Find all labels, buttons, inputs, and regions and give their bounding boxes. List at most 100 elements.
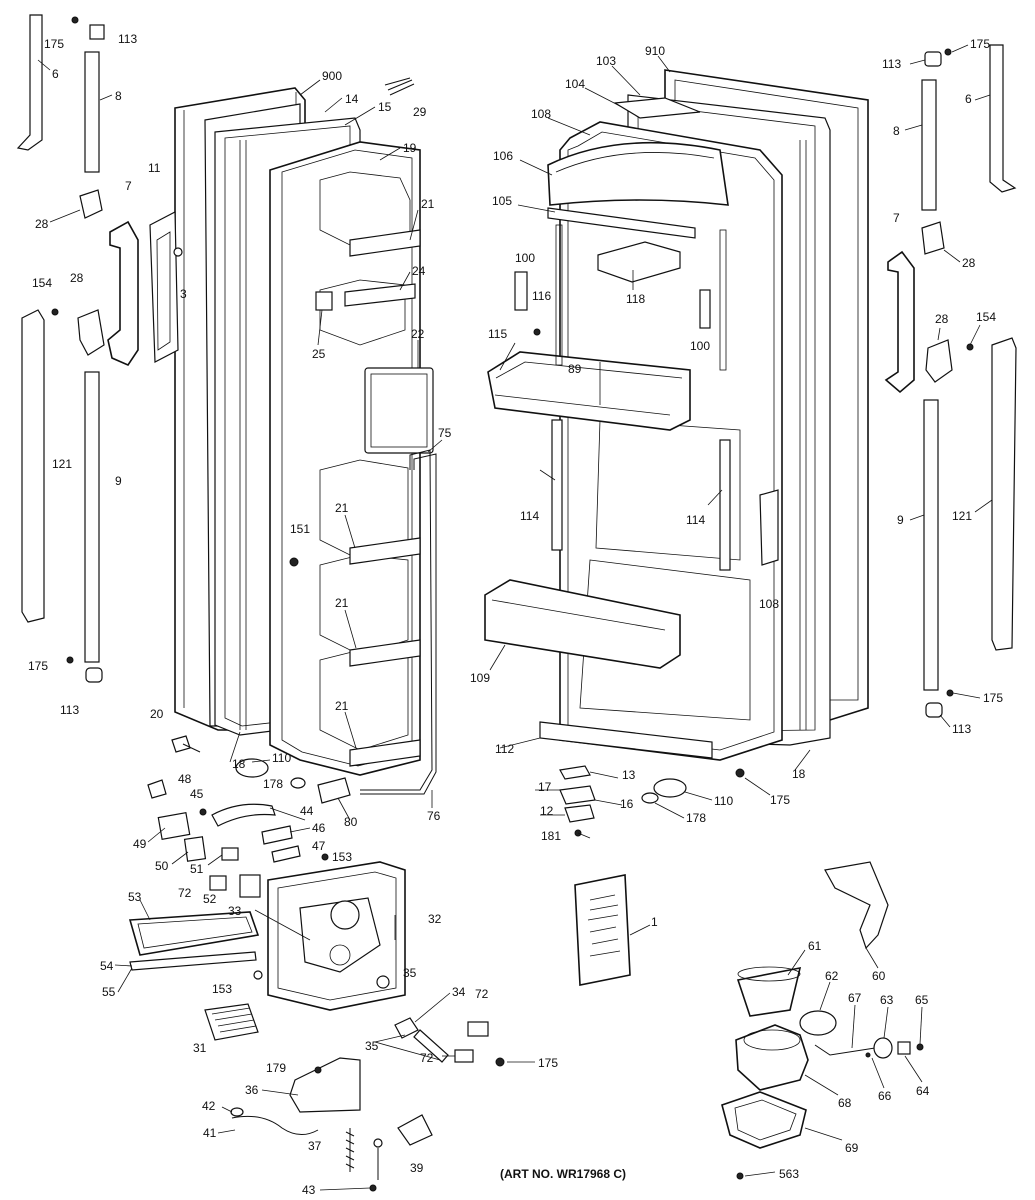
door-bin-109 — [484, 579, 681, 669]
leader-lines — [37, 44, 993, 1191]
label-175-lower-center: 175 — [538, 1056, 558, 1070]
label-175-top-right: 175 — [970, 37, 990, 51]
label-66: 66 — [878, 1089, 892, 1103]
door-bin-115 — [487, 351, 691, 431]
label-18-right: 18 — [792, 767, 806, 781]
label-14: 14 — [345, 92, 359, 106]
mounting-plate — [289, 1057, 361, 1113]
label-72-middle: 72 — [475, 987, 489, 1001]
label-100-left: 100 — [515, 251, 535, 265]
label-108-top: 108 — [531, 107, 551, 121]
clip-29 — [384, 77, 415, 96]
label-12: 12 — [540, 804, 554, 818]
label-41: 41 — [203, 1126, 217, 1140]
label-13: 13 — [622, 768, 636, 782]
label-100-right: 100 — [690, 339, 710, 353]
label-154-left: 154 — [32, 276, 52, 290]
wire-harness — [231, 1115, 319, 1135]
label-16: 16 — [620, 797, 634, 811]
label-89: 89 — [568, 362, 582, 376]
label-113-left-lower: 113 — [60, 703, 79, 717]
art-number-caption: (ART NO. WR17968 C) — [500, 1167, 626, 1181]
label-175-top-left: 175 — [44, 37, 64, 51]
label-19: 19 — [403, 141, 417, 155]
label-21-third: 21 — [335, 596, 349, 610]
label-8-right: 8 — [893, 124, 900, 138]
top-strip-104 — [613, 97, 701, 119]
label-61: 61 — [808, 939, 822, 953]
label-7-left: 7 — [125, 179, 132, 193]
label-20: 20 — [150, 707, 164, 721]
label-115: 115 — [488, 327, 507, 341]
label-50: 50 — [155, 859, 169, 873]
dispenser-switch — [315, 291, 333, 311]
label-28-right-upper: 28 — [962, 256, 976, 270]
label-121-left: 121 — [52, 457, 72, 471]
label-181: 181 — [541, 829, 561, 843]
owners-manual-booklet — [574, 874, 631, 986]
label-35-upper: 35 — [403, 966, 417, 980]
label-3: 3 — [180, 287, 187, 301]
label-7-right: 7 — [893, 211, 900, 225]
label-28-right-lower: 28 — [935, 312, 949, 326]
label-25: 25 — [312, 347, 326, 361]
label-36: 36 — [245, 1083, 259, 1097]
label-34: 34 — [452, 985, 466, 999]
ice-maker-assembly — [721, 861, 924, 1180]
left-trim-parts — [16, 14, 183, 683]
label-113-top-left: 113 — [118, 32, 137, 46]
label-151: 151 — [290, 522, 310, 536]
label-563: 563 — [779, 1167, 799, 1181]
label-28-left-upper: 28 — [35, 217, 49, 231]
label-105: 105 — [492, 194, 512, 208]
label-68: 68 — [838, 1096, 852, 1110]
bottom-bar-112 — [539, 721, 713, 759]
label-80: 80 — [344, 815, 358, 829]
shelf-support-100b — [699, 289, 711, 329]
label-175-left-lower: 175 — [28, 659, 48, 673]
label-75: 75 — [438, 426, 452, 440]
dairy-compartment-door — [547, 141, 729, 239]
label-45: 45 — [190, 787, 204, 801]
motor-39 — [397, 1114, 433, 1146]
right-trim-parts — [884, 44, 1017, 718]
label-900: 900 — [322, 69, 342, 83]
label-121-right: 121 — [952, 509, 972, 523]
label-62: 62 — [825, 969, 839, 983]
label-46: 46 — [312, 821, 326, 835]
label-113-right-lower: 113 — [952, 722, 971, 736]
label-175-right-hinge: 175 — [770, 793, 790, 807]
label-114-right: 114 — [686, 513, 705, 527]
label-60: 60 — [872, 969, 886, 983]
label-63: 63 — [880, 993, 894, 1007]
label-18-left: 18 — [232, 757, 246, 771]
label-9-right: 9 — [897, 513, 904, 527]
label-6-right: 6 — [965, 92, 972, 106]
dispenser-front-plate — [128, 911, 263, 980]
label-104: 104 — [565, 77, 585, 91]
label-178-left: 178 — [263, 777, 283, 791]
label-103: 103 — [596, 54, 616, 68]
shelf-strips-114 — [551, 224, 731, 571]
shelf-support-100a — [514, 271, 528, 311]
tray-118 — [597, 241, 681, 283]
fresh-food-door-liner — [559, 121, 783, 761]
label-29: 29 — [413, 105, 427, 119]
label-24: 24 — [412, 264, 426, 278]
label-113-top-right: 113 — [882, 57, 901, 71]
label-52: 52 — [203, 892, 217, 906]
label-1: 1 — [651, 915, 658, 929]
label-31: 31 — [193, 1041, 207, 1055]
label-67: 67 — [848, 991, 862, 1005]
dispenser-mechanism-parts — [147, 735, 351, 898]
label-175-right-lower: 175 — [983, 691, 1003, 705]
label-37: 37 — [308, 1139, 322, 1153]
label-110-left: 110 — [272, 751, 291, 765]
label-47: 47 — [312, 839, 326, 853]
label-108-right: 108 — [759, 597, 779, 611]
label-64: 64 — [916, 1084, 930, 1098]
label-65: 65 — [915, 993, 929, 1007]
label-51: 51 — [190, 862, 204, 876]
label-48: 48 — [178, 772, 192, 786]
label-55: 55 — [102, 985, 116, 999]
